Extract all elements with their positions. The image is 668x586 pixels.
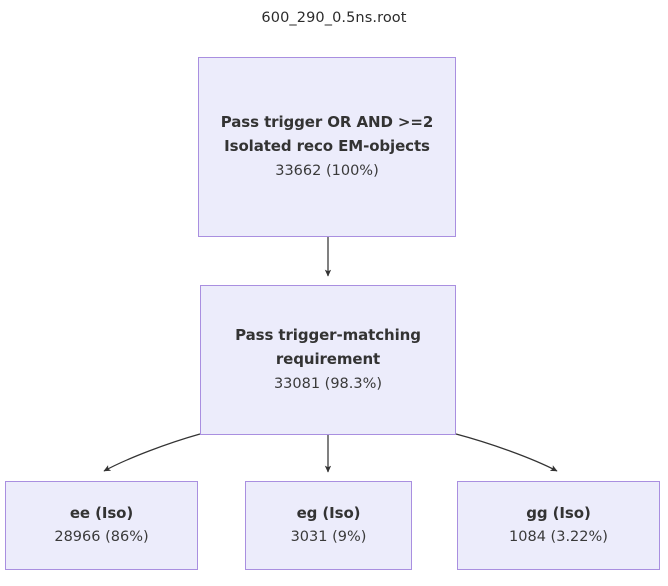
node-total-events[interactable]: Pass trigger OR AND >=2 Isolated reco EM…: [198, 57, 456, 237]
node-gg-iso[interactable]: gg (Iso) 1084 (3.22%): [457, 481, 660, 570]
node-eg-iso[interactable]: eg (Iso) 3031 (9%): [245, 481, 412, 570]
node-ee-iso-count: 28966 (86%): [54, 529, 149, 546]
node-trigger-matching-count: 33081 (98.3%): [273, 375, 383, 392]
page-title: 600_290_0.5ns.root: [261, 10, 407, 26]
node-total-events-count: 33662 (100%): [275, 162, 379, 179]
node-gg-iso-label: gg (Iso): [526, 504, 591, 522]
node-total-events-label: Pass trigger OR AND >=2 Isolated reco EM…: [220, 113, 434, 156]
node-eg-iso-count: 3031 (9%): [290, 529, 367, 546]
node-gg-iso-count: 1084 (3.22%): [509, 529, 608, 546]
node-ee-iso[interactable]: ee (Iso) 28966 (86%): [5, 481, 198, 570]
node-trigger-matching-label: Pass trigger-matching requirement: [235, 326, 421, 369]
edge-matching-to-gg: [455, 433, 558, 472]
node-trigger-matching[interactable]: Pass trigger-matching requirement 33081 …: [200, 285, 456, 435]
edge-matching-to-ee: [103, 433, 201, 472]
node-ee-iso-label: ee (Iso): [69, 504, 134, 522]
node-eg-iso-label: eg (Iso): [296, 504, 361, 522]
